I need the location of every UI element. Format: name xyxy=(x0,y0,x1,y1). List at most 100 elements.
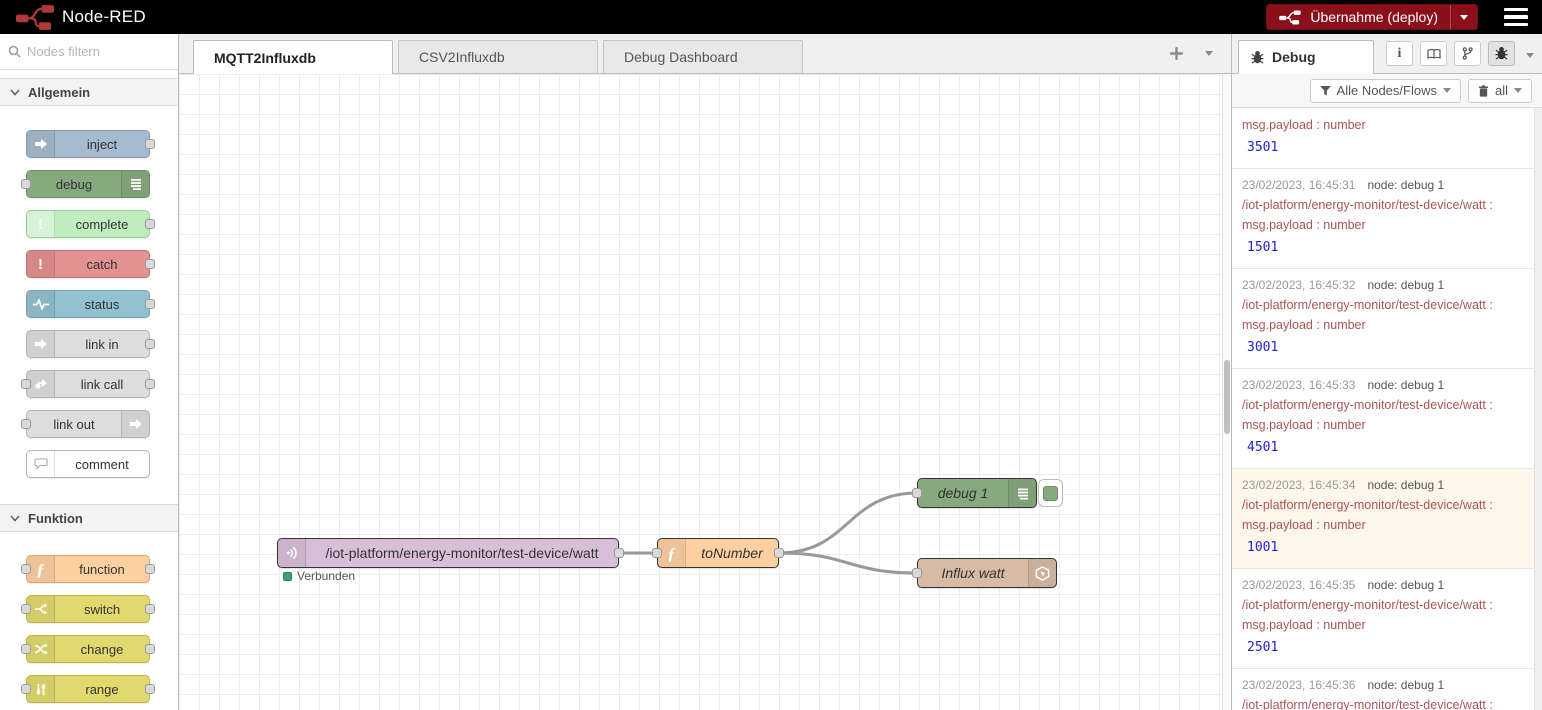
palette-node-link-out[interactable]: link out xyxy=(21,410,150,438)
status-text: Verbunden xyxy=(297,569,356,583)
canvas-node-tonumber[interactable]: ƒ toNumber xyxy=(652,538,784,568)
palette-node-label: complete xyxy=(75,216,129,232)
palette-node-change[interactable]: change xyxy=(21,635,155,663)
branch-icon xyxy=(1462,47,1473,60)
node-label: Influx watt xyxy=(941,565,1005,581)
palette-node-range[interactable]: range xyxy=(21,675,155,703)
chevron-down-icon xyxy=(10,514,20,522)
flow-tab-mqtt2influxdb[interactable]: MQTT2Influxdb xyxy=(193,40,393,74)
wire-tonumber-debug1[interactable] xyxy=(778,491,918,555)
message-topic: /iot-platform/energy-monitor/test-device… xyxy=(1242,598,1493,612)
palette-node-link-in[interactable]: link in xyxy=(26,330,155,358)
input-port[interactable] xyxy=(652,548,662,558)
output-port[interactable] xyxy=(774,548,784,558)
flow-tab-csv2influxdb[interactable]: CSV2Influxdb xyxy=(398,40,598,73)
link-in-icon xyxy=(34,339,47,349)
complete-icon: ! xyxy=(38,215,43,233)
input-port xyxy=(21,419,31,429)
message-value: 2501 xyxy=(1247,640,1279,655)
palette-node-debug[interactable]: debug xyxy=(21,170,150,198)
range-icon xyxy=(36,683,45,695)
debug-tab-button[interactable] xyxy=(1488,41,1515,66)
message-property: msg.payload : number xyxy=(1242,118,1366,132)
filter-funnel-icon xyxy=(1319,85,1331,96)
message-source-node: node: debug 1 xyxy=(1367,178,1445,192)
input-port xyxy=(21,564,31,574)
palette-node-status[interactable]: status xyxy=(26,290,155,318)
sidebar-header: Debug i xyxy=(1232,34,1542,74)
input-port[interactable] xyxy=(912,568,922,578)
filter-label: Alle Nodes/Flows xyxy=(1336,83,1437,98)
palette-node-complete[interactable]: ! complete xyxy=(26,210,155,238)
debug-enable-toggle[interactable] xyxy=(1038,479,1063,507)
category-label: Allgemein xyxy=(28,84,91,100)
trash-icon xyxy=(1478,84,1489,97)
palette-node-link-call[interactable]: link call xyxy=(21,370,155,398)
message-source-node: node: debug 1 xyxy=(1367,278,1445,292)
canvas-vertical-scrollbar[interactable] xyxy=(1222,74,1231,710)
help-tab-button[interactable] xyxy=(1420,41,1447,66)
wire-tonumber-influx[interactable] xyxy=(778,551,918,575)
message-timestamp: 23/02/2023, 16:45:35 xyxy=(1242,578,1356,592)
debug-message[interactable]: 23/02/2023, 16:45:35 node: debug 1 /iot-p… xyxy=(1232,569,1534,669)
canvas-node-influx-watt[interactable]: Influx watt xyxy=(912,558,1057,588)
book-icon xyxy=(1426,48,1441,59)
comment-icon xyxy=(33,458,48,470)
palette-node-inject[interactable]: inject xyxy=(26,130,155,158)
function-icon: ƒ xyxy=(667,543,676,563)
sidebar-options-button[interactable] xyxy=(1526,46,1534,61)
deploy-label: Übernahme (deploy) xyxy=(1310,9,1438,25)
flow-tab-debug-dashboard[interactable]: Debug Dashboard xyxy=(603,40,803,73)
flow-canvas[interactable]: /iot-platform/energy-monitor/test-device… xyxy=(179,74,1231,710)
main-menu-button[interactable] xyxy=(1504,7,1528,27)
canvas-node-debug1[interactable]: debug 1 xyxy=(912,478,1063,508)
canvas-node-mqtt-in[interactable]: /iot-platform/energy-monitor/test-device… xyxy=(277,538,624,568)
message-value: 3501 xyxy=(1247,140,1279,155)
palette-node-label: inject xyxy=(86,136,118,152)
add-flow-button[interactable] xyxy=(1170,47,1183,60)
link-out-icon xyxy=(129,419,142,429)
palette-node-switch[interactable]: switch xyxy=(21,595,155,623)
sidebar-tab-debug[interactable]: Debug xyxy=(1238,40,1374,74)
info-tab-button[interactable]: i xyxy=(1386,41,1413,66)
message-value: 3001 xyxy=(1247,340,1279,355)
palette-node-function[interactable]: ƒ function xyxy=(21,555,155,583)
output-port[interactable] xyxy=(614,548,624,558)
message-property: msg.payload : number xyxy=(1242,418,1366,432)
palette-category-funktion[interactable]: Funktion xyxy=(0,504,178,532)
catch-icon: ! xyxy=(38,255,43,273)
change-icon xyxy=(34,643,48,655)
output-port xyxy=(145,259,155,269)
input-port[interactable] xyxy=(912,488,922,498)
debug-filter-button[interactable]: Alle Nodes/Flows xyxy=(1309,78,1461,103)
config-nodes-tab-button[interactable] xyxy=(1454,41,1481,66)
flow-tab-label: CSV2Influxdb xyxy=(419,49,505,65)
app-title: Node-RED xyxy=(62,7,146,26)
message-topic: /iot-platform/energy-monitor/test-device… xyxy=(1242,698,1493,710)
sidebar-scrollbar[interactable] xyxy=(1534,108,1542,710)
palette-category-allgemein[interactable]: Allgemein xyxy=(0,78,178,106)
palette-search[interactable] xyxy=(0,34,178,70)
flow-list-button[interactable] xyxy=(1205,51,1213,56)
palette-search-input[interactable] xyxy=(27,44,157,59)
message-source-node: node: debug 1 xyxy=(1367,578,1445,592)
message-timestamp: 23/02/2023, 16:45:34 xyxy=(1242,478,1356,492)
scrollbar-thumb[interactable] xyxy=(1224,360,1230,434)
palette-node-catch[interactable]: ! catch xyxy=(26,250,155,278)
deploy-button[interactable]: Übernahme (deploy) xyxy=(1266,4,1478,30)
input-port xyxy=(21,644,31,654)
flow-tabbar: MQTT2Influxdb CSV2Influxdb Debug Dashboa… xyxy=(179,34,1231,74)
message-timestamp: 23/02/2023, 16:45:36 xyxy=(1242,678,1356,692)
debug-clear-button[interactable]: all xyxy=(1467,78,1532,103)
status-icon xyxy=(32,298,49,310)
palette-node-label: change xyxy=(80,641,124,657)
inject-icon xyxy=(34,139,47,149)
palette-node-comment[interactable]: comment xyxy=(26,450,150,478)
deploy-options-button[interactable] xyxy=(1450,5,1477,29)
debug-message[interactable]: msg.payload : number 3501 xyxy=(1232,108,1534,169)
